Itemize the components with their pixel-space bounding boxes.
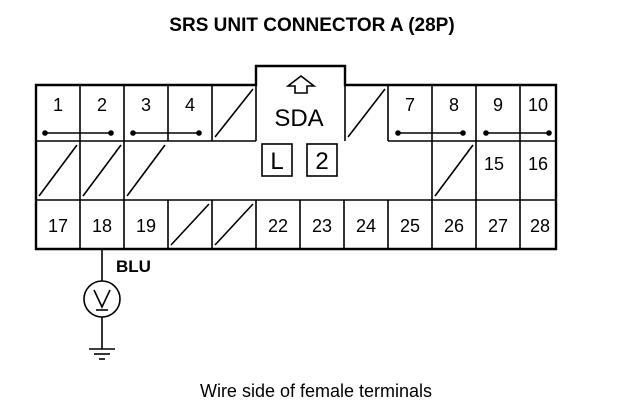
pin-label-19: 19 xyxy=(136,216,156,236)
key-box-l xyxy=(261,143,293,177)
pin-label-27: 27 xyxy=(488,216,508,236)
pin-label-28: 28 xyxy=(530,216,550,236)
wire-color-label: BLU xyxy=(116,257,151,276)
shorting-bars xyxy=(42,130,552,136)
row2-pin-labels: 15 16 xyxy=(484,154,548,174)
pin-label-10: 10 xyxy=(528,95,548,115)
pin-label-2: 2 xyxy=(97,95,107,115)
pin-label-7: 7 xyxy=(405,95,415,115)
pin-label-18: 18 xyxy=(92,216,112,236)
pin-label-1: 1 xyxy=(53,95,63,115)
diagram-title: SRS UNIT CONNECTOR A (28P) xyxy=(169,15,454,36)
pin-label-23: 23 xyxy=(312,216,332,236)
pin-label-26: 26 xyxy=(444,216,464,236)
pin-label-25: 25 xyxy=(400,216,420,236)
pin-label-8: 8 xyxy=(449,95,459,115)
sda-label: SDA xyxy=(274,105,323,132)
pin-label-22: 22 xyxy=(268,216,288,236)
voltmeter-icon xyxy=(83,280,121,318)
ground-icon xyxy=(89,348,115,360)
row1-pin-labels: 1 2 3 4 7 8 9 10 xyxy=(53,95,548,115)
connector-outline xyxy=(34,64,558,251)
pin-label-3: 3 xyxy=(141,95,151,115)
diagram-caption: Wire side of female terminals xyxy=(200,381,432,401)
empty-cavities xyxy=(38,88,474,246)
key-box-2 xyxy=(306,143,338,177)
row3-pin-labels: 17 18 19 22 23 24 25 26 27 28 xyxy=(48,216,550,236)
pin-label-16: 16 xyxy=(528,154,548,174)
key-label-2: 2 xyxy=(315,148,328,175)
up-arrow-icon xyxy=(285,74,317,94)
pin-label-17: 17 xyxy=(48,216,68,236)
pin-label-4: 4 xyxy=(185,95,195,115)
pin-label-9: 9 xyxy=(493,95,503,115)
pin-label-15: 15 xyxy=(484,154,504,174)
key-label-l: L xyxy=(270,148,283,175)
pin-label-24: 24 xyxy=(356,216,376,236)
